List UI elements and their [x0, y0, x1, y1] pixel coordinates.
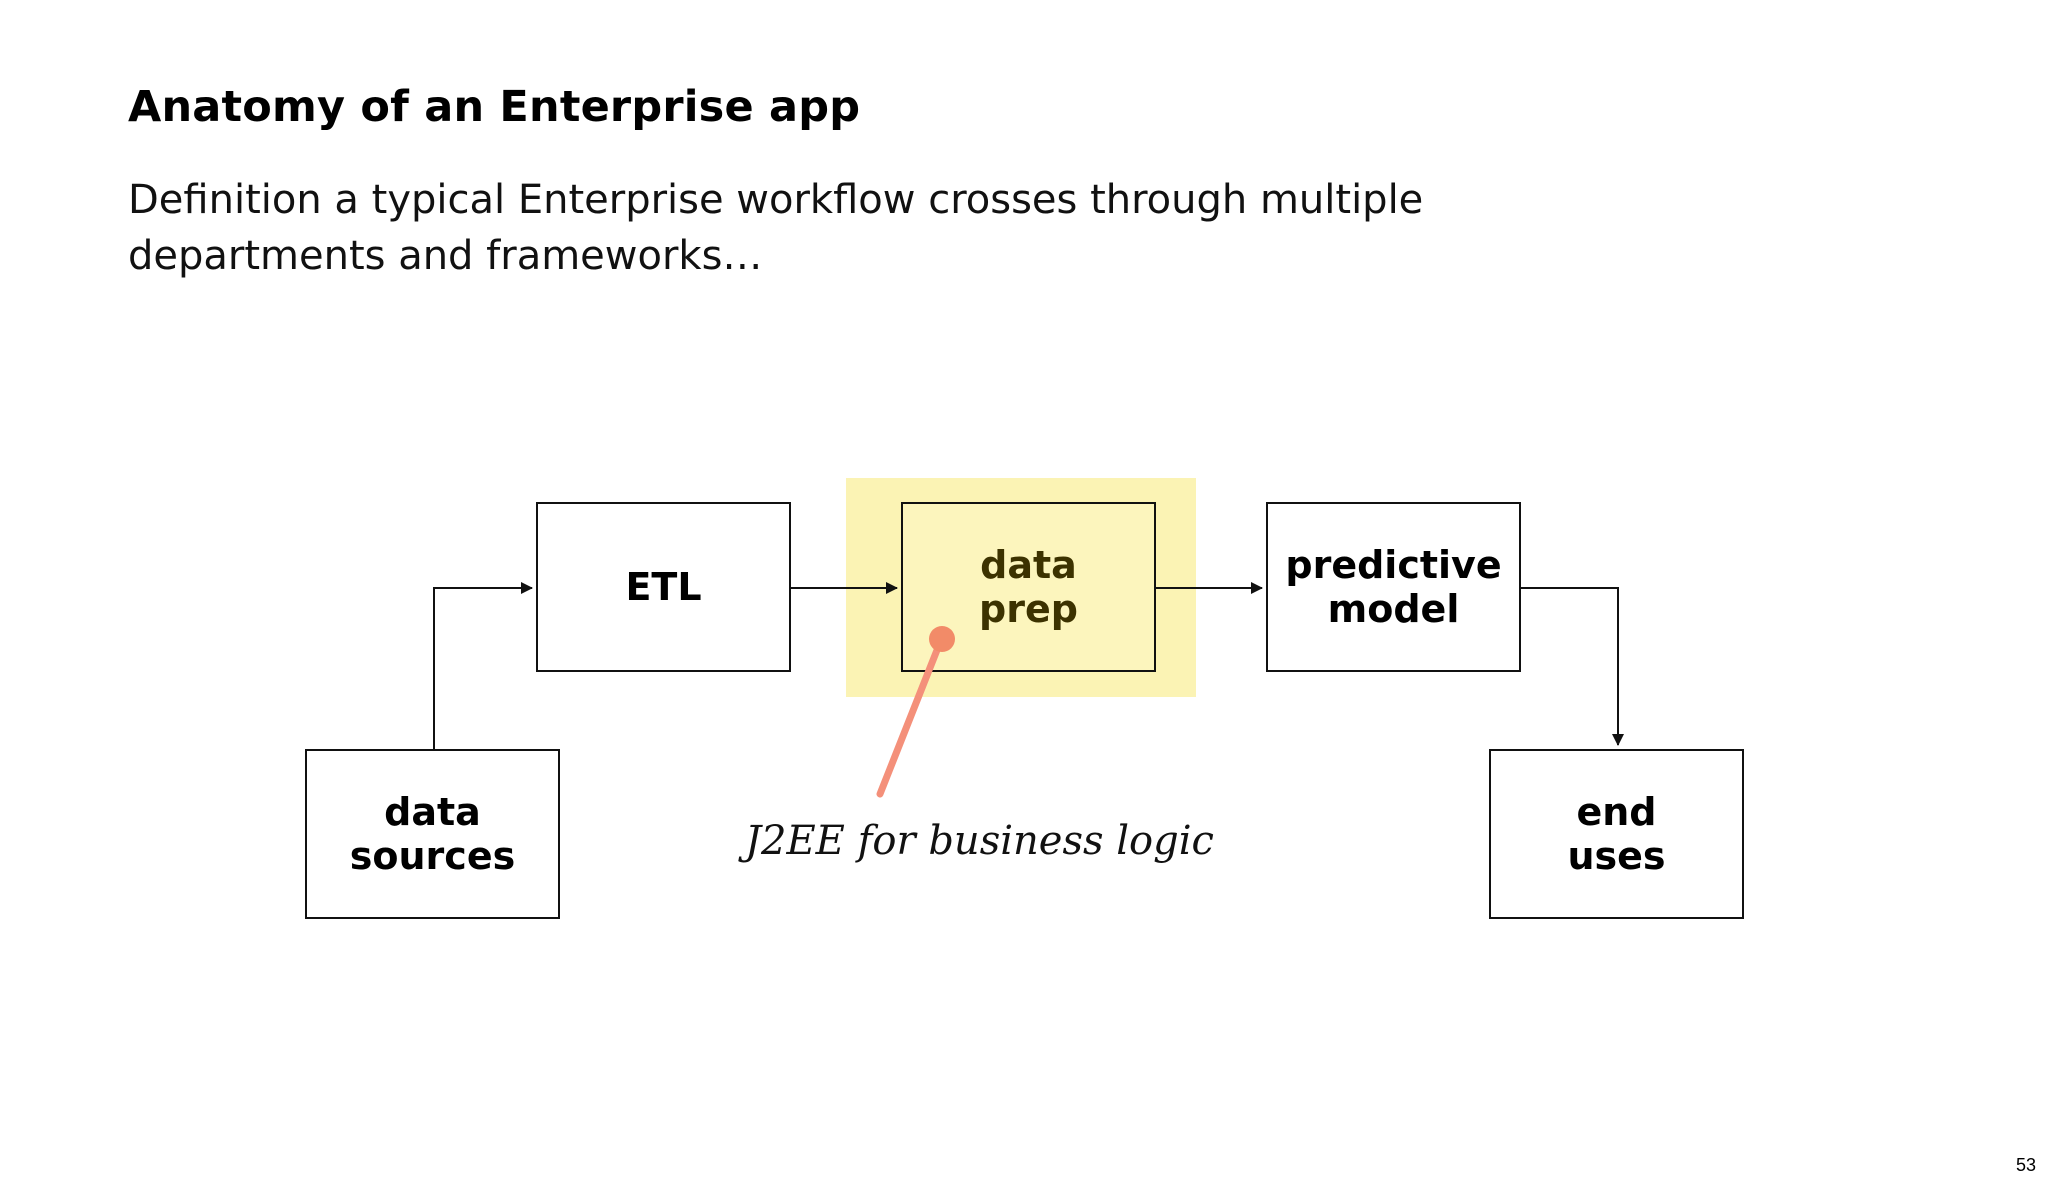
node-predictive-model: predictive model — [1266, 502, 1521, 672]
node-data-prep: data prep — [901, 502, 1156, 672]
node-label-line: model — [1327, 587, 1460, 631]
node-end-uses: end uses — [1489, 749, 1744, 919]
node-label-line: predictive — [1285, 543, 1502, 587]
node-label-line: prep — [979, 587, 1078, 631]
node-label-line: ETL — [625, 565, 702, 609]
slide-title: Anatomy of an Enterprise app — [128, 82, 861, 132]
node-label-line: end — [1576, 790, 1657, 834]
node-data-sources: data sources — [305, 749, 560, 919]
subtitle-line: Definition a typical Enterprise workflow… — [128, 177, 1424, 223]
node-label-line: data — [384, 790, 481, 834]
node-etl: ETL — [536, 502, 791, 672]
annotation-label: J2EE for business logic — [745, 818, 1214, 864]
page-number: 53 — [2015, 1155, 2036, 1175]
subtitle-line: departments and frameworks… — [128, 233, 763, 279]
node-label-line: uses — [1567, 834, 1666, 878]
edge-predictive-model-to-end-uses — [1521, 587, 1624, 746]
slide-subtitle: Definition a typical Enterprise workflow… — [128, 172, 1428, 284]
node-label-line: sources — [349, 834, 516, 878]
node-label-line: data — [980, 543, 1077, 587]
edge-data-sources-to-etl — [433, 582, 533, 749]
